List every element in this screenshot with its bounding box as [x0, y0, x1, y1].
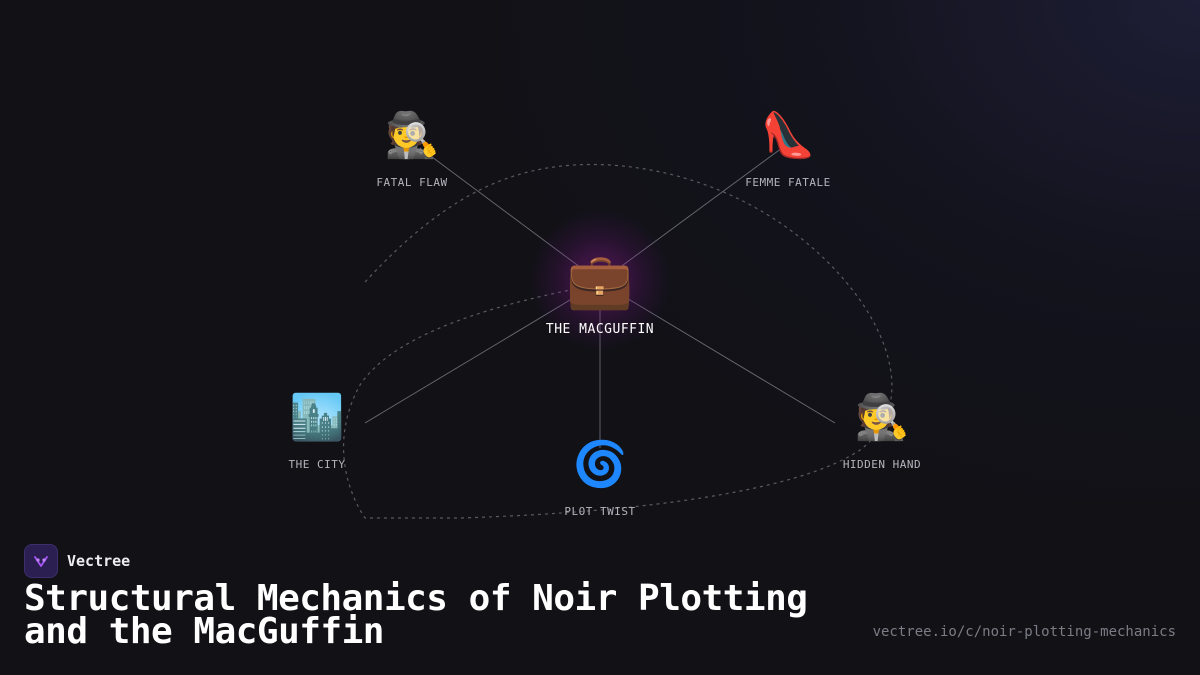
- edge-femme-fatale: [599, 147, 783, 283]
- node-hidden-hand[interactable]: 🕵️ HIDDEN HAND: [792, 392, 972, 472]
- high-heel-icon: 👠: [760, 110, 816, 161]
- briefcase-icon: 💼: [566, 249, 634, 312]
- node-fatal-flaw[interactable]: 🕵️ FATAL FLAW: [322, 110, 502, 190]
- detective-icon: 🕵️: [384, 110, 440, 161]
- node-label: THE CITY: [288, 458, 346, 471]
- page-url[interactable]: vectree.io/c/noir-plotting-mechanics: [872, 624, 1176, 640]
- node-label: PLOT TWIST: [564, 505, 636, 518]
- node-macguffin[interactable]: 💼 THE MACGUFFIN: [510, 249, 690, 338]
- node-label: HIDDEN HAND: [842, 458, 922, 471]
- node-label: FATAL FLAW: [376, 176, 448, 189]
- edge-fatal-flaw: [419, 147, 601, 283]
- brand[interactable]: Vectree: [24, 544, 130, 578]
- cyclone-icon: 🌀: [572, 439, 628, 490]
- cityscape-icon: 🏙️: [289, 392, 345, 443]
- brand-name: Vectree: [67, 552, 131, 570]
- node-the-city[interactable]: 🏙️ THE CITY: [227, 392, 407, 472]
- node-plot-twist[interactable]: 🌀 PLOT TWIST: [510, 439, 690, 519]
- edge-the-city: [364, 281, 601, 424]
- page-title: Structural Mechanics of Noir Plotting an…: [24, 578, 808, 652]
- center-glow: [530, 210, 670, 350]
- detective-icon: 🕵️: [854, 392, 910, 443]
- dashed-loop: [342, 163, 893, 519]
- node-label: THE MACGUFFIN: [545, 322, 655, 337]
- node-femme-fatale[interactable]: 👠 FEMME FATALE: [698, 110, 878, 190]
- brand-logo-icon: [24, 544, 58, 578]
- edge-hidden-hand: [599, 281, 836, 424]
- node-label: FEMME FATALE: [745, 176, 831, 189]
